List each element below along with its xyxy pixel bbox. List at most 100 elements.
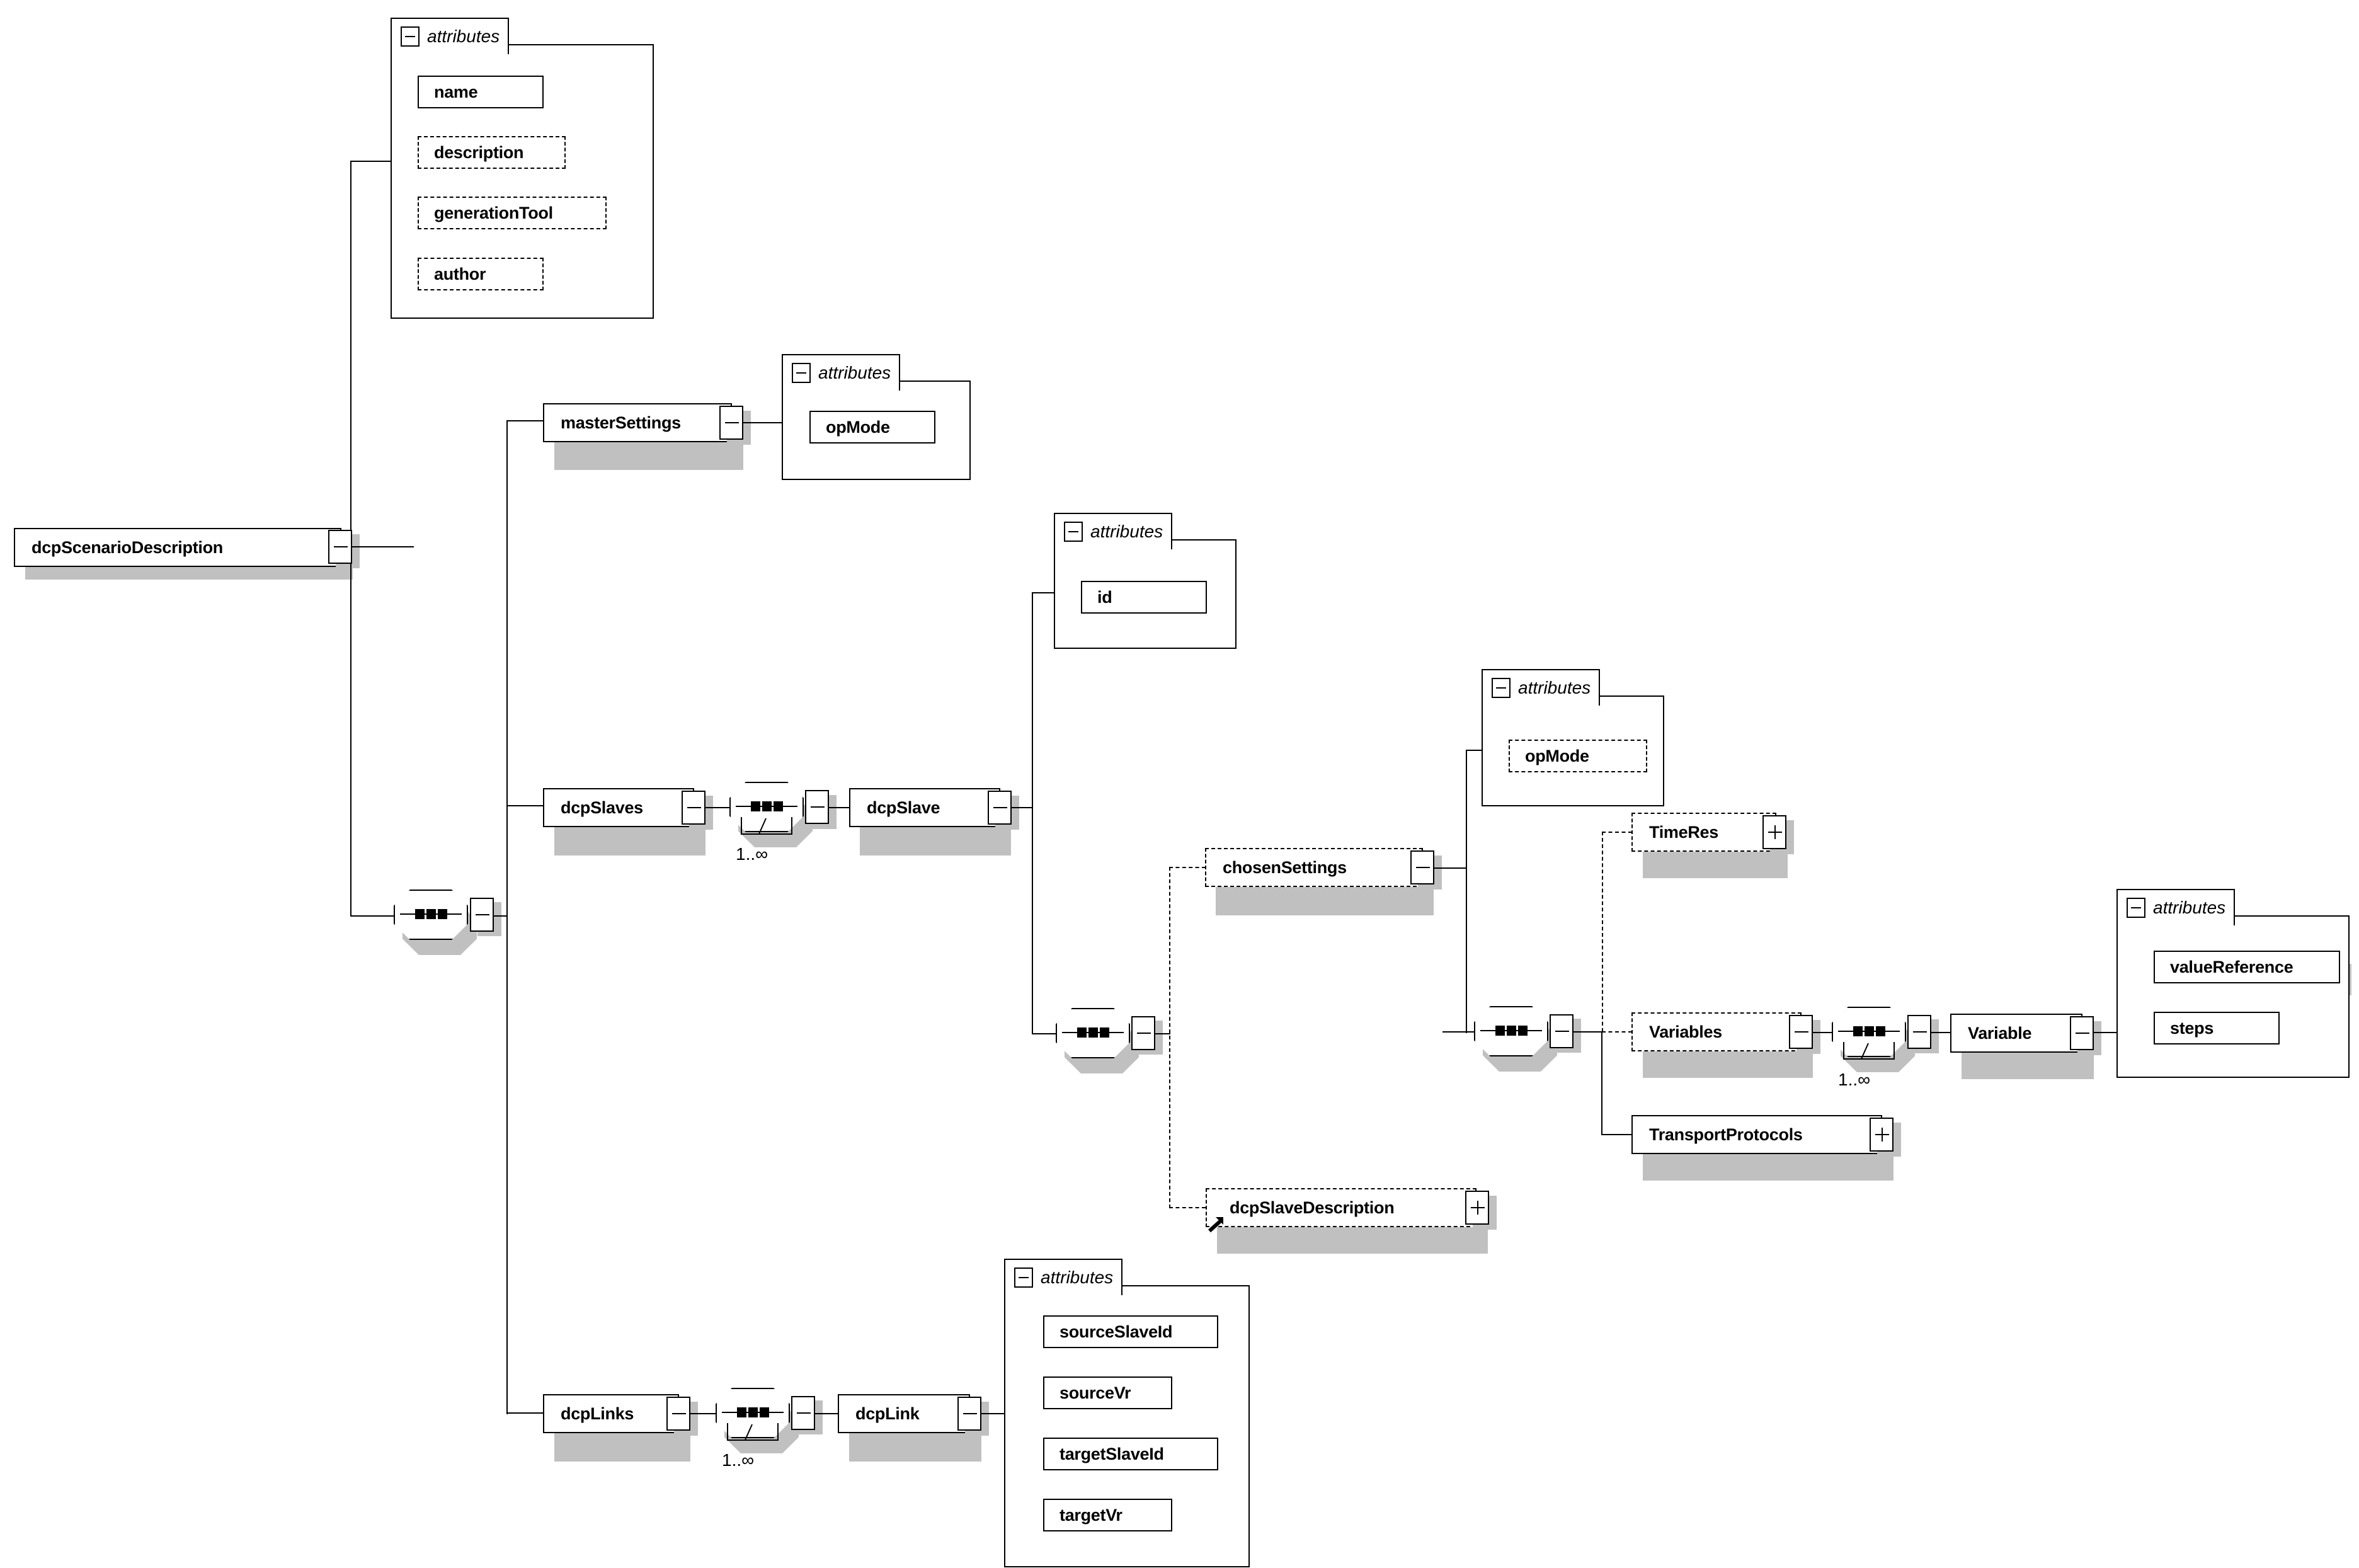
- minus-icon[interactable]: [1014, 1268, 1033, 1288]
- element-Variables[interactable]: Variables: [1631, 1012, 1802, 1051]
- attribute-name[interactable]: name: [418, 76, 544, 108]
- expand-toggle-dcpSlaveDescription[interactable]: [1465, 1191, 1489, 1225]
- sequence-compositor-dcpLink[interactable]: [716, 1388, 799, 1453]
- element-label: dcpScenarioDescription: [31, 537, 223, 557]
- collapse-toggle-Variable-sequence[interactable]: [1907, 1015, 1931, 1049]
- collapse-toggle-dcpLink[interactable]: [957, 1397, 981, 1431]
- minus-icon[interactable]: [2127, 898, 2145, 918]
- element-label: dcpLinks: [561, 1404, 634, 1423]
- minus-icon[interactable]: [1064, 522, 1083, 542]
- connector-line: [506, 420, 508, 1414]
- connector-line: [1466, 750, 1483, 751]
- attributes-label: attributes: [1041, 1268, 1114, 1287]
- sequence-compositor-Variable[interactable]: [1832, 1007, 1915, 1072]
- connector-line: [815, 1413, 839, 1414]
- element-label: Variable: [1968, 1023, 2032, 1043]
- connector-line: [350, 915, 394, 917]
- collapse-toggle-dcpSlave-sequence[interactable]: [805, 790, 829, 824]
- attribute-label: sourceVr: [1060, 1383, 1131, 1402]
- collapse-toggle-dcpLinks[interactable]: [666, 1397, 690, 1431]
- element-label: dcpLink: [855, 1404, 920, 1423]
- attribute-steps[interactable]: steps: [2154, 1012, 2280, 1044]
- attribute-opMode-chosenSettings[interactable]: opMode: [1509, 740, 1647, 772]
- attribute-generationTool[interactable]: generationTool: [418, 197, 607, 229]
- collapse-toggle-Variables[interactable]: [1789, 1015, 1813, 1049]
- connector-line: [1601, 1031, 1602, 1135]
- connector-line: [1032, 1033, 1057, 1034]
- expand-toggle-TimeRes[interactable]: [1762, 815, 1786, 849]
- collapse-toggle-chosenSettings-sequence[interactable]: [1550, 1014, 1574, 1048]
- attribute-label: opMode: [1525, 746, 1589, 765]
- minus-icon[interactable]: [792, 363, 811, 383]
- attribute-label: valueReference: [2170, 957, 2293, 976]
- attribute-label: opMode: [826, 417, 890, 437]
- attribute-author[interactable]: author: [418, 258, 544, 290]
- attribute-sourceSlaveId[interactable]: sourceSlaveId: [1043, 1315, 1218, 1348]
- connector-line-optional: [1602, 832, 1632, 833]
- collapse-toggle-dcpSlaves[interactable]: [682, 791, 705, 825]
- attributes-label: attributes: [427, 26, 500, 46]
- attribute-targetSlaveId[interactable]: targetSlaveId: [1043, 1438, 1218, 1470]
- element-chosenSettings[interactable]: chosenSettings: [1205, 848, 1423, 887]
- collapse-toggle-dcpLink-sequence[interactable]: [791, 1396, 815, 1430]
- collapse-toggle-root-sequence[interactable]: [470, 898, 494, 932]
- element-TimeRes[interactable]: TimeRes: [1631, 813, 1776, 852]
- attribute-label: description: [434, 142, 524, 162]
- element-label: dcpSlaveDescription: [1230, 1198, 1395, 1217]
- expand-toggle-TransportProtocols[interactable]: [1870, 1118, 1893, 1152]
- attributes-header[interactable]: attributes: [782, 354, 900, 391]
- element-label: Variables: [1649, 1022, 1722, 1041]
- element-TransportProtocols[interactable]: TransportProtocols: [1631, 1115, 1882, 1154]
- connector-line: [350, 161, 391, 162]
- attribute-sourceVr[interactable]: sourceVr: [1043, 1376, 1172, 1409]
- element-dcpSlaves[interactable]: dcpSlaves: [543, 788, 694, 827]
- sequence-compositor-dcpSlave-children[interactable]: [1056, 1008, 1139, 1073]
- attribute-id[interactable]: id: [1081, 581, 1207, 614]
- attributes-header[interactable]: attributes: [1004, 1259, 1122, 1295]
- attribute-opMode-masterSettings[interactable]: opMode: [809, 411, 935, 444]
- element-label: dcpSlaves: [561, 798, 643, 817]
- collapse-toggle-chosenSettings[interactable]: [1410, 850, 1434, 884]
- element-label: TimeRes: [1649, 822, 1718, 842]
- sequence-compositor-dcpSlave[interactable]: [729, 782, 813, 847]
- sequence-compositor-root[interactable]: [394, 890, 477, 955]
- connector-line: [1012, 807, 1033, 808]
- cardinality-Variable: 1..∞: [1838, 1070, 1871, 1089]
- attribute-label: targetSlaveId: [1060, 1444, 1164, 1463]
- attributes-header[interactable]: attributes: [391, 18, 509, 54]
- element-dcpScenarioDescription[interactable]: dcpScenarioDescription: [14, 528, 341, 567]
- element-dcpSlave[interactable]: dcpSlave: [849, 788, 1000, 827]
- element-dcpLinks[interactable]: dcpLinks: [543, 1394, 679, 1433]
- attribute-targetVr[interactable]: targetVr: [1043, 1499, 1172, 1531]
- attributes-body: [2116, 915, 2350, 1078]
- attributes-group-chosenSettings: attributes: [1482, 669, 1664, 806]
- collapse-toggle-dcpSlave[interactable]: [988, 791, 1012, 825]
- element-masterSettings[interactable]: masterSettings: [543, 403, 732, 442]
- element-Variable[interactable]: Variable: [1950, 1014, 2082, 1053]
- attribute-label: author: [434, 264, 486, 283]
- connector-line: [981, 1413, 1007, 1414]
- connector-line: [494, 915, 508, 917]
- collapse-toggle-masterSettings[interactable]: [719, 406, 743, 440]
- attribute-description[interactable]: description: [418, 136, 566, 169]
- collapse-toggle-dcpSlave-children-sequence[interactable]: [1131, 1016, 1155, 1050]
- attributes-header[interactable]: attributes: [1054, 513, 1172, 549]
- attributes-header[interactable]: attributes: [2116, 889, 2235, 925]
- element-dcpLink[interactable]: dcpLink: [838, 1394, 970, 1433]
- sequence-compositor-chosenSettings[interactable]: [1474, 1006, 1557, 1072]
- element-dcpSlaveDescription[interactable]: dcpSlaveDescription: [1206, 1188, 1477, 1227]
- minus-icon[interactable]: [401, 26, 420, 47]
- connector-line: [1931, 1032, 1951, 1033]
- attributes-header[interactable]: attributes: [1482, 669, 1600, 706]
- connector-line: [743, 422, 782, 423]
- collapse-toggle-dcpScenarioDescription[interactable]: [328, 530, 352, 564]
- attribute-label: targetVr: [1060, 1505, 1122, 1525]
- collapse-toggle-Variable[interactable]: [2070, 1016, 2094, 1050]
- attribute-label: generationTool: [434, 203, 553, 222]
- minus-icon[interactable]: [1492, 678, 1511, 698]
- connector-line: [829, 807, 850, 808]
- element-label: TransportProtocols: [1649, 1124, 1803, 1144]
- attribute-valueReference[interactable]: valueReference: [2154, 951, 2340, 983]
- connector-line: [1434, 867, 1467, 869]
